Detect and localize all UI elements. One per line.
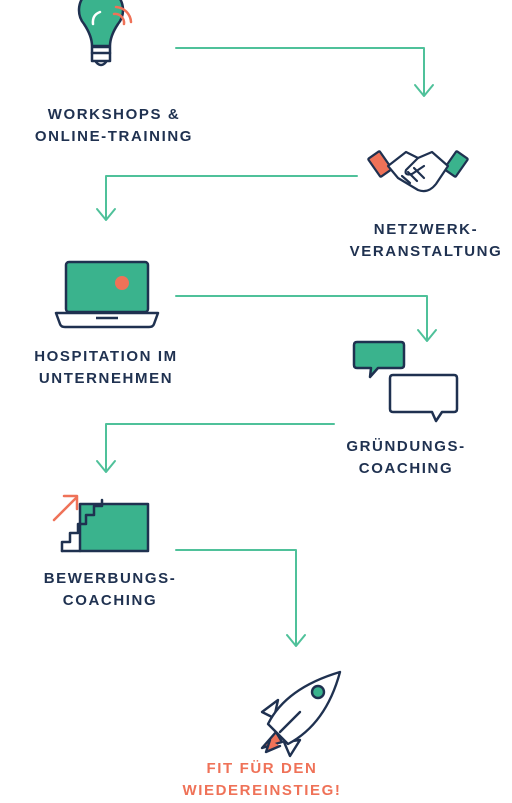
label-line: UNTERNEHMEN — [38, 370, 174, 387]
connector-4-arrow — [96, 423, 335, 473]
step-label-netzwerk: NETZWERK- VERANSTALTUNG — [320, 219, 512, 263]
step-label-gruendung: GRÜNDUNGS- COACHING — [300, 436, 512, 480]
stairs-arrow-icon — [52, 494, 150, 553]
handshake-icon — [367, 150, 469, 193]
rocket-icon — [260, 670, 342, 758]
lightbulb-icon — [77, 0, 133, 67]
step-label-hospitation: HOSPITATION IM UNTERNEHMEN — [0, 346, 212, 390]
label-line: FIT FÜR DEN — [206, 760, 318, 777]
speech-bubbles-icon — [352, 340, 459, 423]
label-line: HOSPITATION IM — [34, 348, 178, 365]
connector-5-arrow — [175, 549, 306, 647]
label-line: COACHING — [62, 592, 158, 609]
label-line: GRÜNDUNGS- — [346, 438, 466, 455]
label-line: NETZWERK- — [373, 221, 479, 238]
step-label-bewerbung: BEWERBUNGS- COACHING — [0, 568, 220, 612]
label-line: WORKSHOPS & — [47, 106, 181, 123]
connector-2-arrow — [96, 175, 358, 221]
connector-1-arrow — [175, 47, 434, 97]
label-line: WIEDEREINSTIEG! — [182, 782, 342, 799]
label-line: BEWERBUNGS- — [43, 570, 177, 587]
step-label-workshops: WORKSHOPS & ONLINE-TRAINING — [0, 104, 228, 148]
connector-3-arrow — [175, 295, 437, 342]
label-line: COACHING — [358, 460, 454, 477]
step-label-fit: FIT FÜR DEN WIEDEREINSTIEG! — [156, 758, 368, 802]
label-line: ONLINE-TRAINING — [34, 128, 194, 145]
label-line: VERANSTALTUNG — [349, 243, 503, 260]
laptop-icon — [54, 260, 160, 329]
